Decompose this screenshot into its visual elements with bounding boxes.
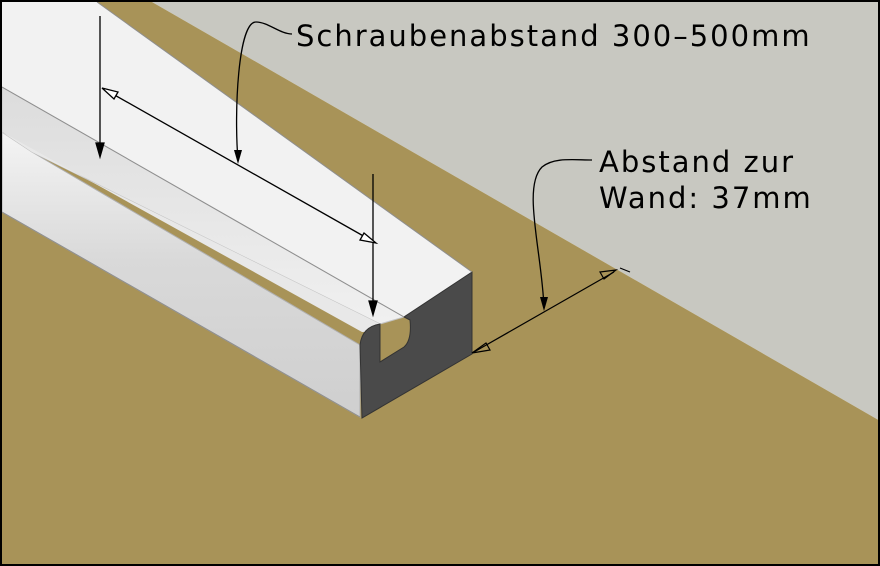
screw-arrow-left <box>95 16 105 160</box>
wall-distance-label-line1: Abstand zur <box>599 145 795 179</box>
wall-distance-leader <box>532 158 593 309</box>
wall-surface <box>2 2 878 420</box>
profile-outline <box>2 2 473 418</box>
screw-spacing-leader <box>235 21 293 161</box>
wall-distance-dimension <box>471 267 631 354</box>
profile-end-face <box>359 271 473 419</box>
screw-spacing-label: Schraubenabstand 300–500mm <box>296 19 812 53</box>
screw-spacing-dimension <box>101 87 379 245</box>
screw-spacing-leader-arrow <box>234 150 242 164</box>
wall-distance-label-line2: Wand: 37mm <box>599 181 813 215</box>
wall-distance-leader-arrow <box>540 297 548 311</box>
profile-front-lip <box>2 132 380 332</box>
